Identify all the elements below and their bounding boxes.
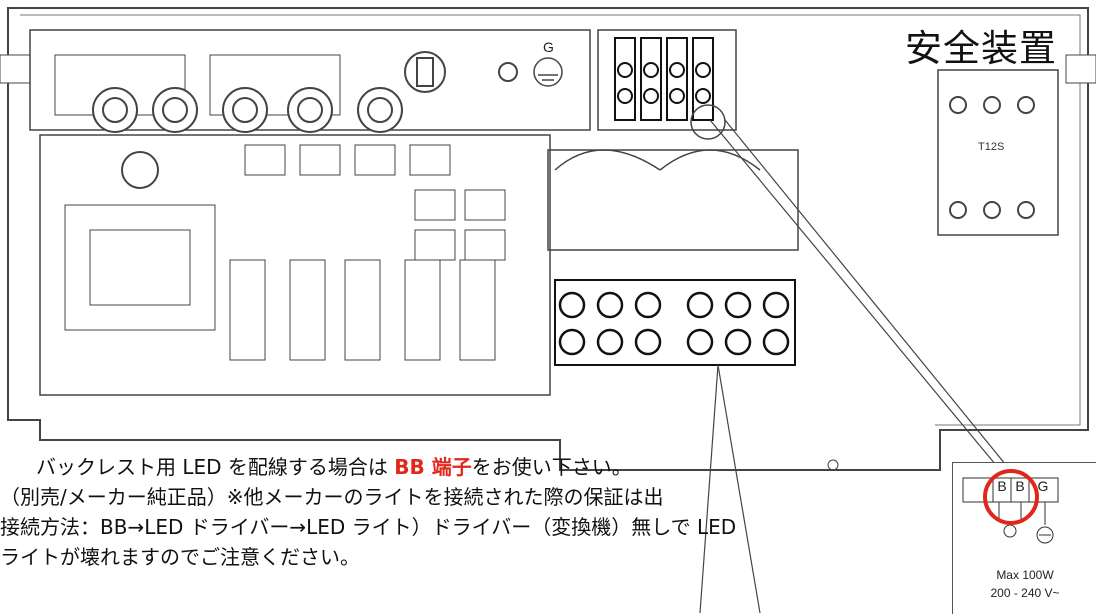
right-mount	[1065, 54, 1096, 84]
top-knob	[404, 51, 518, 93]
note-line-2: （別売/メーカー純正品）※他メーカーのライトを接続された際の保証は出	[0, 485, 664, 509]
max-power-label: Max 100W	[996, 568, 1054, 582]
small-hole	[827, 459, 839, 471]
top-terminals	[614, 37, 714, 121]
left-mount	[0, 54, 31, 84]
note-line-1: バックレスト用 LED を配線する場合は BB 端子をお使い下さい。	[0, 452, 940, 482]
ground-mark-label: G	[543, 39, 554, 55]
relays	[229, 259, 496, 361]
note-line-1-prefix: バックレスト用 LED を配線する場合は	[36, 455, 395, 479]
wiring-note: バックレスト用 LED を配線する場合は BB 端子をお使い下さい。 （別売/メ…	[0, 452, 940, 572]
pointer-line-3	[699, 364, 719, 613]
note-line-3: 接続方法：BB→LED ドライバー→LED ライト）ドライバー（変換機）無しで …	[0, 515, 737, 539]
safety-screws	[949, 96, 1035, 219]
housing-outline	[7, 7, 1089, 471]
terminal-g-label: G	[1037, 478, 1049, 494]
main-terminal-block	[554, 279, 796, 366]
terminal-inset: B B G Max 100W 200 - 240 V~	[952, 462, 1096, 614]
pointer-line-1	[709, 119, 1001, 471]
terminal-b2-label: B	[1015, 478, 1025, 494]
terminal-b1-label: B	[997, 478, 1007, 494]
fuse-label: T12S	[978, 141, 1004, 153]
transformer-core	[89, 229, 191, 306]
note-line-4: ライトが壊れますのでご注意ください。	[0, 545, 360, 569]
pcb-capacitor	[121, 151, 159, 189]
main-terminals	[558, 291, 790, 356]
connectors	[244, 144, 506, 261]
safety-device-title: 安全装置	[905, 27, 1057, 70]
note-line-1-suffix: をお使い下さい。	[471, 455, 632, 479]
drum-components	[547, 149, 799, 251]
terminal-inset-graphic	[962, 469, 1059, 544]
voltage-label: 200 - 240 V~	[990, 586, 1060, 600]
terminal-access	[690, 104, 726, 140]
ground-symbol	[533, 57, 563, 87]
housing-inner-outline	[20, 14, 1081, 426]
pointer-line-4	[717, 364, 761, 613]
bb-highlight-circle	[983, 469, 1039, 525]
pointer-line-2	[724, 119, 1011, 471]
bulb-icon	[1003, 524, 1017, 538]
cable-glands	[92, 87, 403, 133]
bb-terminal-highlight: BB 端子	[394, 455, 472, 479]
